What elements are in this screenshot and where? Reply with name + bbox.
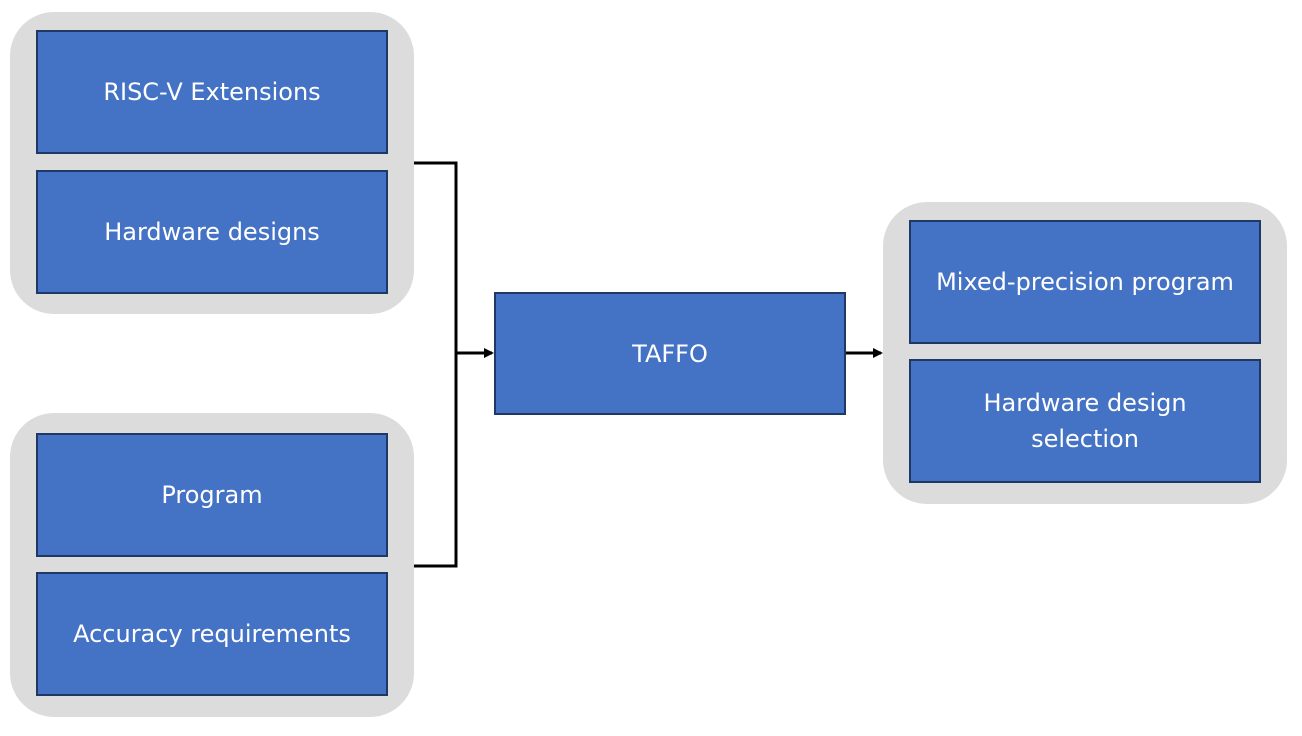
mixed-precision-program-box: Mixed-precision program	[909, 220, 1261, 344]
mixed-precision-program-label: Mixed-precision program	[936, 268, 1234, 296]
accuracy-requirements-box: Accuracy requirements	[36, 572, 388, 696]
program-box: Program	[36, 433, 388, 557]
risc-v-extensions-label: RISC-V Extensions	[103, 78, 321, 106]
taffo-label: TAFFO	[632, 339, 708, 368]
taffo-box: TAFFO	[494, 292, 846, 415]
top-group-connector	[414, 161, 458, 568]
program-label: Program	[161, 481, 263, 509]
hardware-designs-box: Hardware designs	[36, 170, 388, 294]
risc-v-extensions-box: RISC-V Extensions	[36, 30, 388, 154]
hardware-design-selection-label: Hardware design selection	[983, 389, 1187, 453]
accuracy-requirements-label: Accuracy requirements	[73, 620, 351, 648]
hardware-design-selection-box: Hardware design selection	[909, 359, 1261, 483]
hardware-designs-label: Hardware designs	[104, 218, 320, 246]
